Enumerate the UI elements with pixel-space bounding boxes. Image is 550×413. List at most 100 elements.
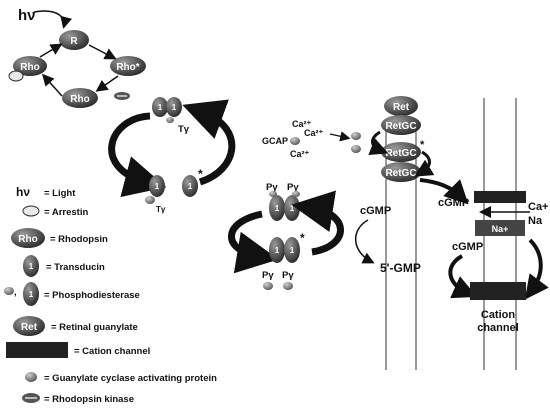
channel-close-arrow [448,254,477,299]
svg-text:1: 1 [290,246,295,255]
svg-text:1: 1 [188,182,193,191]
na-box [475,220,525,236]
rho-arrestin-label: Rho [20,62,39,73]
phosphodiesterase-legend-icon [23,282,39,306]
pde-beta-active [284,237,300,263]
gcap-legend-icon [25,372,37,382]
transducin-alpha-active [149,175,165,197]
cgmp-right-top-label: cGMP [438,197,469,209]
pde-alpha-active [269,237,285,263]
cgmp-production-arrow [419,178,469,205]
cation-channel-label-2: channel [477,322,519,334]
legend-cation-text: = Cation channel [74,346,150,357]
gcap-label: GCAP [262,136,288,146]
calcium-gcap: Ca²⁺ GCAP Ca²⁺ Ca²⁺ [262,119,361,159]
transducin-star: * [198,167,203,181]
transducin-alpha [152,97,168,117]
retgc-node-2 [381,142,421,162]
r-label: R [70,36,78,47]
svg-text:,: , [14,287,17,298]
transducin-beta [166,97,182,117]
channel-open-arrow [524,238,549,300]
pgamma-label-2: Pγ [287,182,299,193]
legend-ret-text: = Retinal guanylate [51,322,138,333]
pgamma-label-4: Pγ [282,270,294,281]
ca-mid: Ca²⁺ [304,128,324,138]
pde-cycle: Pγ Pγ 1 1 1 1 * Pγ Pγ [228,182,344,290]
retgc-star: * [420,139,425,151]
svg-text:1: 1 [155,182,160,191]
retgc-activation-arrow [368,130,389,156]
legend-transducin-text: = Transducin [46,262,105,273]
pgamma-legend-icon [4,287,14,295]
pde-arrow-right [291,190,344,256]
arrestin-legend-icon [22,205,40,217]
rhodopsin-cycle: hν R Rho Rho* Rho [8,7,146,108]
cation-channel-legend-icon [6,342,68,358]
photon-arrow [33,10,72,29]
transducin-legend-icon [23,255,39,277]
cation-channel-label-1: Cation [481,309,516,321]
ret-node [384,96,418,116]
cgmp-flow: cGMP 5'-GMP cGMP [354,178,469,275]
legend-pde-text: = Phosphodiesterase [44,290,140,301]
pde-star: * [300,231,305,245]
rho-arrestin-node [13,56,47,76]
transducin-arrow-right [182,99,236,186]
ret-label: Ret [393,102,410,113]
gcap-icon [290,137,300,145]
channel-ca-label: Ca+ [528,201,549,213]
photon-label: hν [18,7,36,24]
legend-rho-symbol: Rho [18,234,37,245]
pgamma-label-1: Pγ [266,182,278,193]
na-box-label: Na+ [492,224,509,234]
rhodopsin-legend-icon [11,228,45,248]
legend-rk-text: = Rhodopsin kinase [44,394,134,405]
legend-gcap-text: = Guanylate cyclase activating protein [44,373,217,384]
transducin-cycle: 1 1 Tγ 1 1 * Tγ [108,97,236,214]
svg-text:1: 1 [158,103,163,112]
cgmp-right-bottom-label: cGMP [452,241,483,253]
cgmp-hydrolysis-arrow [354,219,375,264]
five-gmp-label: 5'-GMP [380,261,421,275]
pde-alpha [269,195,285,221]
cation-channel: Ca+ Na Na+ cGMP Cation channel [448,191,549,334]
legend: hν = Light = Arrestin Rho = Rhodopsin 1 … [4,185,217,405]
rho-active-node [110,56,146,76]
ret-legend-icon [13,316,45,336]
rho-active-label: Rho* [116,62,139,73]
cgmp-left-label: cGMP [360,205,391,217]
svg-text:1: 1 [172,103,177,112]
svg-text:1: 1 [275,246,280,255]
t-gamma-bottom: Tγ [156,205,166,214]
legend-arrestin-text: = Arrestin [44,207,88,218]
pde-arrow-left [228,210,279,274]
pgamma-label-3: Pγ [262,270,274,281]
legend-ret-symbol: Ret [21,322,38,333]
svg-text:1: 1 [290,204,295,213]
svg-text:1: 1 [29,262,34,271]
ca-bottom: Ca²⁺ [290,149,310,159]
transducin-arrow-left [108,112,167,198]
arrestin-icon [8,70,24,82]
legend-light-symbol: hν [16,185,30,199]
channel-na-label: Na [528,215,543,227]
retgc-label-1: RetGC [385,121,416,132]
retgc-deactivation-arrow [414,150,435,177]
channel-top-block [474,191,526,203]
t-gamma-top: Tγ [178,124,190,135]
rho-phos-label: Rho [70,94,89,105]
retgc-label-3: RetGC [385,168,416,179]
r-node [59,30,89,50]
ca-top: Ca²⁺ [292,119,312,129]
rho-phos-node [62,88,98,108]
svg-text:1: 1 [29,290,34,299]
channel-bottom-block [470,282,526,300]
retgc-node-3 [381,162,421,182]
legend-light-text: = Light [44,188,76,199]
svg-text:1: 1 [275,204,280,213]
transducin-beta-free [182,175,198,197]
retgc-node-1 [381,115,421,135]
legend-rhodopsin-text: = Rhodopsin [50,234,108,245]
